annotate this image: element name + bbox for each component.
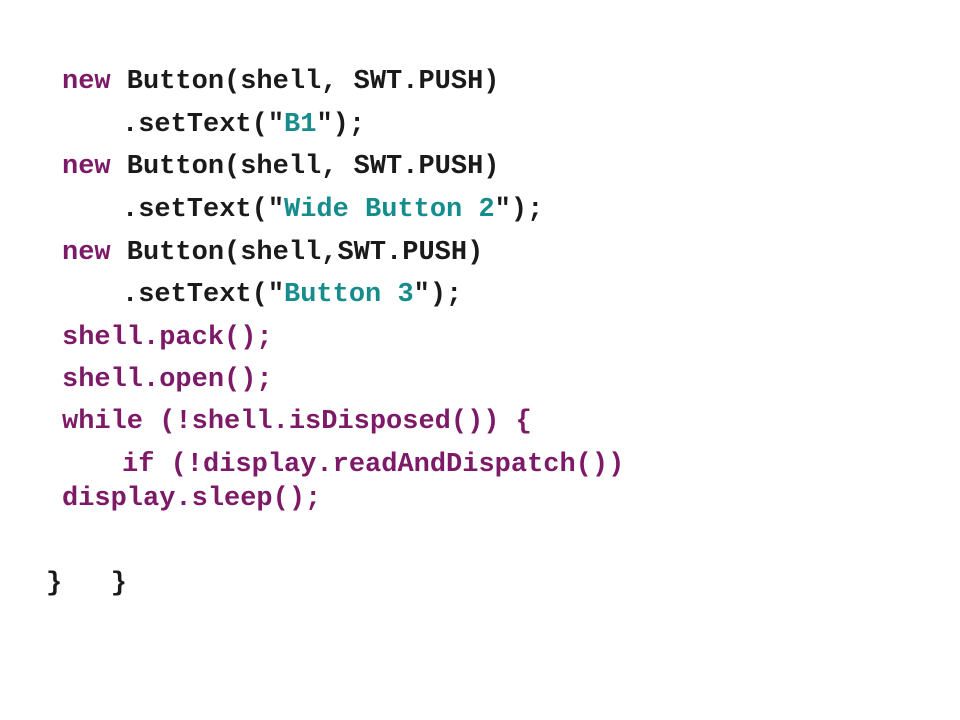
- keyword-new: new: [62, 152, 111, 182]
- code-text: ");: [413, 280, 463, 310]
- string-literal: B1: [284, 110, 317, 140]
- code-line-10: if (!display.readAndDispatch()): [122, 449, 624, 481]
- keyword-if: if: [122, 450, 155, 480]
- code-line-1: new Button(shell, SWT.PUSH): [62, 66, 499, 98]
- keyword-new: new: [62, 238, 111, 268]
- string-literal: Button 3: [284, 280, 414, 310]
- code-text: ");: [316, 110, 366, 140]
- code-line-8: shell.open();: [62, 365, 273, 395]
- code-text: (!display.readAndDispatch()): [154, 450, 625, 480]
- string-literal: Wide Button 2: [284, 195, 495, 225]
- code-text: Button(shell,SWT.PUSH): [110, 238, 484, 268]
- code-line-7: shell.pack();: [62, 323, 273, 353]
- code-text: Button(shell, SWT.PUSH): [110, 67, 500, 97]
- code-text: .setText(": [122, 280, 285, 310]
- code-line-5: new Button(shell,SWT.PUSH): [62, 237, 483, 269]
- code-line-11: display.sleep();: [62, 484, 322, 514]
- code-line-12: } }: [46, 569, 128, 599]
- code-text: Button(shell, SWT.PUSH): [110, 152, 500, 182]
- code-text: .setText(": [122, 110, 285, 140]
- code-line-9: while (!shell.isDisposed()) {: [62, 406, 532, 438]
- code-line-6: .setText("Button 3");: [122, 279, 462, 311]
- code-text: (!shell.isDisposed()) {: [143, 407, 532, 437]
- code-line-2: .setText("B1");: [122, 109, 365, 141]
- code-line-3: new Button(shell, SWT.PUSH): [62, 151, 499, 183]
- code-text: .setText(": [122, 195, 285, 225]
- code-line-4: .setText("Wide Button 2");: [122, 194, 543, 226]
- keyword-while: while: [62, 407, 144, 437]
- code-text: ");: [494, 195, 544, 225]
- keyword-new: new: [62, 67, 111, 97]
